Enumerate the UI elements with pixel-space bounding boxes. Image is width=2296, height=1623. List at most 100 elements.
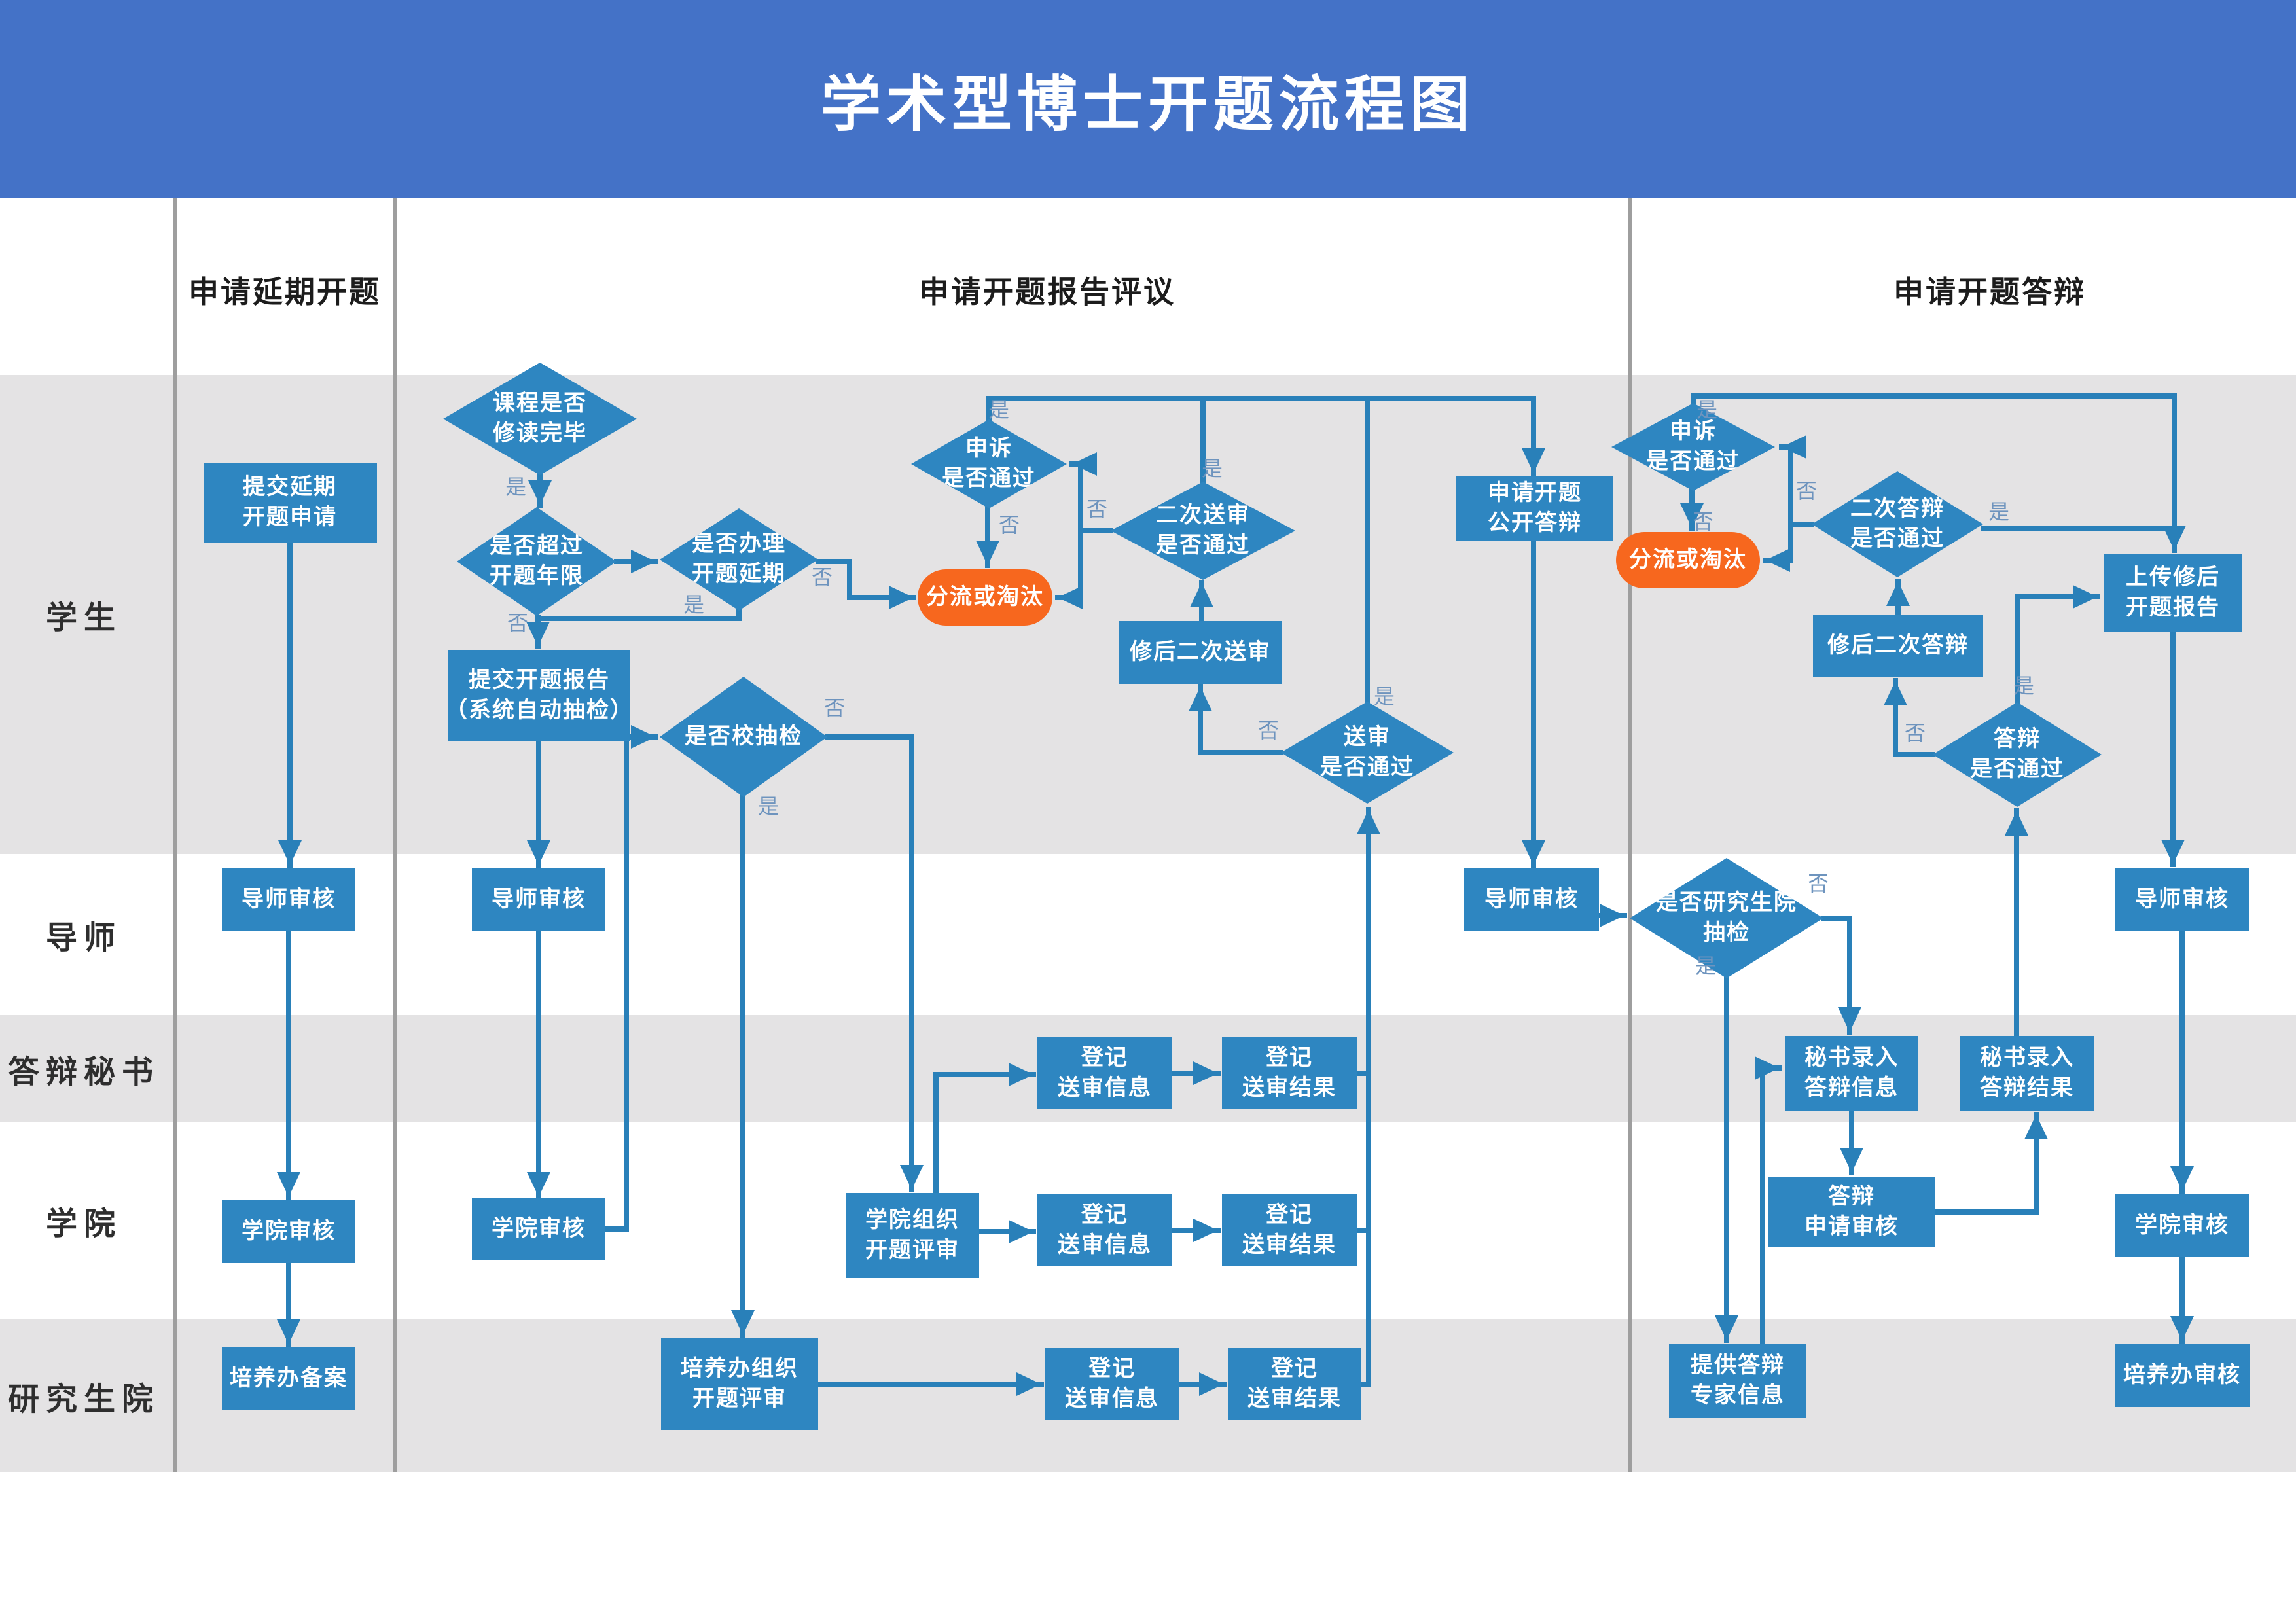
node-courses-completed-decision-label: 修读完毕 [493,421,587,446]
node-provide-defense-expert-info-label: 专家信息 [1691,1383,1785,1408]
node-register-review-result-gradschool-label: 登记 [1271,1356,1318,1382]
edge-32-seg-1 [985,506,990,568]
node-defense-application-review-label: 答辩 [1828,1184,1875,1209]
section-title-3: 申请开题答辩 [1893,275,2086,309]
edge-35-seg-2 [1847,916,1852,1035]
node-revised-second-review: 修后二次送审 [1119,621,1282,684]
edge-22-arrowhead [1357,810,1380,834]
edge-6-seg-2 [535,616,742,621]
node-divert-eliminate-mid-label: 分流或淘汰 [926,584,1044,610]
node-register-review-info-gradschool: 登记送审信息 [1045,1348,1179,1420]
lane-divider-2 [393,198,397,1472]
edge-38-seg-1 [1849,1108,1854,1175]
edge-14-seg-2 [933,1072,1036,1077]
edge-11-seg-2 [624,734,629,1232]
node-college-review-2: 学院审核 [472,1198,605,1260]
node-register-review-result-secretary-label: 送审结果 [1242,1075,1336,1100]
node-divert-eliminate-right: 分流或淘汰 [1616,532,1760,588]
node-review-pass-decision-label: 是否通过 [1320,755,1414,779]
edge-12-arrowhead [731,1310,755,1335]
edge-label-4-否: 否 [811,565,833,589]
edge-39-arrowhead [2024,1115,2048,1139]
edge-36-arrowhead [1715,1315,1738,1340]
node-register-review-result-college-label: 登记 [1266,1202,1313,1228]
edge-50-seg-1 [2170,630,2176,867]
lane-label-4: 学院 [45,1207,122,1241]
edge-label-16-否: 否 [1692,510,1714,533]
node-graduate-school-sampling-decision-label: 是否研究生院 [1656,890,1797,916]
edge-23-arrowhead [1189,687,1212,711]
edge-label-7-是: 是 [988,398,1010,421]
edge-49-arrowhead [2073,585,2098,609]
node-submit-proposal-report: 提交开题报告（系统自动抽检） [445,650,632,741]
edge-30-arrowhead [1072,452,1097,476]
node-provide-defense-expert-info-label: 提供答辩 [1691,1353,1785,1378]
node-appeal-pass-decision-right-label: 申诉 [1670,419,1717,444]
edge-44-arrowhead [1765,548,1790,572]
edge-24-arrowhead [1190,582,1213,607]
edge-22-seg-1 [1359,1382,1371,1387]
edge-18-seg-1 [816,1382,1044,1387]
edge-8-seg-3 [847,595,916,600]
node-second-defense-pass-decision-label: 二次答辩 [1850,496,1945,522]
edge-label-18-是: 是 [1988,500,2010,524]
edge-14-arrowhead [1009,1063,1033,1086]
edge-label-11-是: 是 [1373,685,1395,708]
node-training-office-organize-review: 培养办组织开题评审 [661,1338,818,1430]
node-upload-revised-report: 上传修后开题报告 [2104,554,2242,632]
edge-43-seg-2 [1788,444,1793,527]
edge-6-seg-1 [736,608,742,621]
node-college-review-3-label: 学院审核 [2135,1213,2229,1238]
edge-29-seg-1 [1078,528,1113,533]
edge-23-seg-1 [1198,750,1283,755]
node-advisor-review-3: 导师审核 [1464,868,1599,931]
edge-label-1-是: 是 [505,475,527,499]
edge-label-5-否: 否 [823,696,846,720]
edge-8-seg-2 [847,559,852,600]
edge-label-8-否: 否 [998,513,1020,537]
edge-28-seg-1 [986,396,1536,401]
edge-3-seg-1 [286,1260,291,1347]
node-secretary-enter-defense-info-label: 秘书录入 [1804,1045,1899,1071]
edge-1-arrowhead [278,840,302,865]
node-apply-public-defense-label: 公开答辩 [1488,510,1582,535]
node-appeal-pass-decision-right-label: 是否通过 [1646,449,1740,474]
edge-40-arrowhead [2005,811,2028,836]
edge-17-arrowhead [1193,1219,1218,1242]
node-exceed-proposal-years-decision-label: 开题年限 [490,563,584,588]
edge-8-seg-1 [816,559,852,564]
edge-38-arrowhead [1840,1148,1863,1173]
edge-label-12-否: 否 [1257,719,1280,742]
edge-18-arrowhead [1016,1372,1041,1396]
node-register-review-info-gradschool-label: 登记 [1088,1356,1136,1382]
edge-12-seg-1 [740,794,745,1338]
node-register-review-info-gradschool-label: 送审信息 [1065,1386,1159,1411]
edge-label-2-否: 否 [507,611,529,635]
node-defense-application-review-label: 申请审核 [1804,1214,1899,1239]
edge-label-14-是: 是 [1695,954,1717,978]
node-submit-delay-proposal-label: 提交延期 [243,474,337,500]
edge-49-seg-1 [2015,594,2020,705]
edge-16-arrowhead [1193,1061,1218,1085]
node-training-office-record: 培养办备案 [222,1347,355,1410]
node-submit-delay-proposal-label: 开题申请 [243,505,337,529]
node-apply-public-defense: 申请开题公开答辩 [1456,476,1613,541]
edge-35-seg-1 [1821,916,1852,921]
node-college-organize-review-label: 开题评审 [865,1238,960,1262]
node-college-review-1-label: 学院审核 [242,1219,336,1244]
edge-52-seg-1 [2179,1255,2185,1344]
edge-13-arrowhead [900,1165,924,1190]
edge-3-arrowhead [277,1319,300,1344]
node-advisor-review-2-label: 导师审核 [492,887,586,912]
node-register-review-result-secretary: 登记送审结果 [1222,1037,1357,1109]
node-submit-delay-proposal: 提交延期开题申请 [203,462,377,543]
node-training-office-organize-review-label: 培养办组织 [681,1356,798,1382]
edge-41-arrowhead [1884,681,1907,705]
edge-51-seg-1 [2179,929,2185,1194]
node-register-review-info-college-label: 送审信息 [1058,1232,1152,1257]
node-submit-proposal-report-label: （系统自动抽检） [445,698,634,722]
edge-34-arrowhead [1600,904,1624,927]
edge-label-15-是: 是 [1696,398,1718,421]
edge-label-3-是: 是 [683,593,705,616]
node-second-review-pass-decision-label: 二次送审 [1156,503,1250,528]
